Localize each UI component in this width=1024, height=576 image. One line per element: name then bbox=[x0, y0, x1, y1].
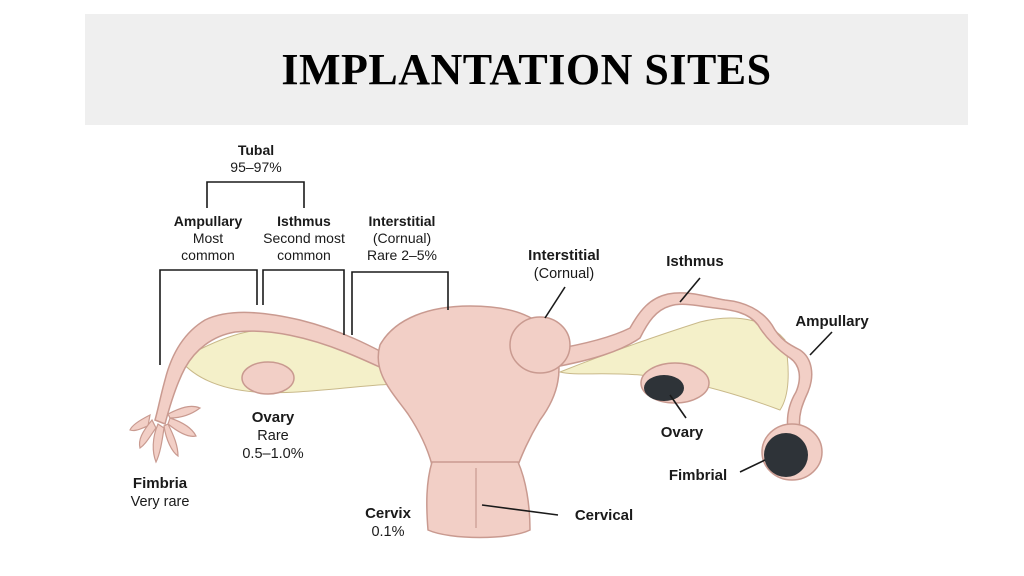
label-isthmus-right: Isthmus bbox=[666, 253, 724, 270]
label-interstitial-top: Interstitial bbox=[369, 213, 436, 229]
bracket-lines bbox=[159, 181, 449, 365]
label-interstitial-top-line2: Rare 2–5% bbox=[367, 247, 437, 263]
label-isthmus: Isthmus bbox=[277, 213, 331, 229]
label-ampullary-line1: Most bbox=[193, 230, 223, 246]
label-interstitial-right-note: (Cornual) bbox=[534, 266, 594, 282]
label-ovary-right: Ovary bbox=[661, 424, 704, 441]
label-ovary-left: Ovary bbox=[252, 409, 295, 426]
left-ovary bbox=[241, 361, 295, 395]
label-cervix: Cervix bbox=[365, 505, 412, 522]
label-ampullary-line2: common bbox=[181, 247, 235, 263]
label-cervical: Cervical bbox=[575, 507, 633, 524]
pointer-isthmus bbox=[679, 277, 701, 303]
pointer-interstitial bbox=[544, 286, 566, 319]
interstitial-bracket bbox=[351, 271, 449, 335]
tubal-bracket bbox=[206, 181, 305, 208]
isthmus-bracket bbox=[262, 269, 345, 335]
label-fimbria-note: Very rare bbox=[131, 494, 190, 510]
label-interstitial-top-line1: (Cornual) bbox=[373, 230, 431, 246]
pointer-ovary bbox=[669, 394, 687, 419]
label-interstitial-right: Interstitial bbox=[528, 247, 600, 264]
pointer-fimbrial bbox=[739, 459, 766, 473]
pointer-lines bbox=[481, 277, 833, 516]
label-isthmus-line2: common bbox=[277, 247, 331, 263]
ampullary-bracket bbox=[159, 269, 258, 365]
ovarian-ectopic-sac bbox=[644, 375, 684, 401]
label-cervix-value: 0.1% bbox=[371, 524, 404, 540]
cervix-shape bbox=[426, 461, 531, 539]
left-fallopian-tube bbox=[154, 311, 401, 426]
label-ovary-left-line2: 0.5–1.0% bbox=[242, 446, 303, 462]
interstitial-swelling bbox=[509, 316, 571, 374]
fimbrial-ectopic-sac bbox=[764, 433, 808, 477]
label-ampullary: Ampullary bbox=[174, 213, 243, 229]
pointer-ampullary bbox=[809, 331, 833, 356]
slide-title: IMPLANTATION SITES bbox=[281, 45, 772, 94]
title-band: IMPLANTATION SITES bbox=[85, 14, 968, 125]
label-ovary-left-line1: Rare bbox=[257, 428, 288, 444]
label-tubal: Tubal bbox=[238, 142, 274, 158]
label-isthmus-line1: Second most bbox=[263, 230, 345, 246]
label-tubal-value: 95–97% bbox=[230, 159, 281, 175]
label-fimbria: Fimbria bbox=[133, 475, 188, 492]
label-fimbrial: Fimbrial bbox=[669, 467, 727, 484]
left-fimbria bbox=[129, 405, 202, 464]
pointer-cervical bbox=[481, 504, 559, 516]
label-ampullary-right: Ampullary bbox=[795, 313, 869, 330]
